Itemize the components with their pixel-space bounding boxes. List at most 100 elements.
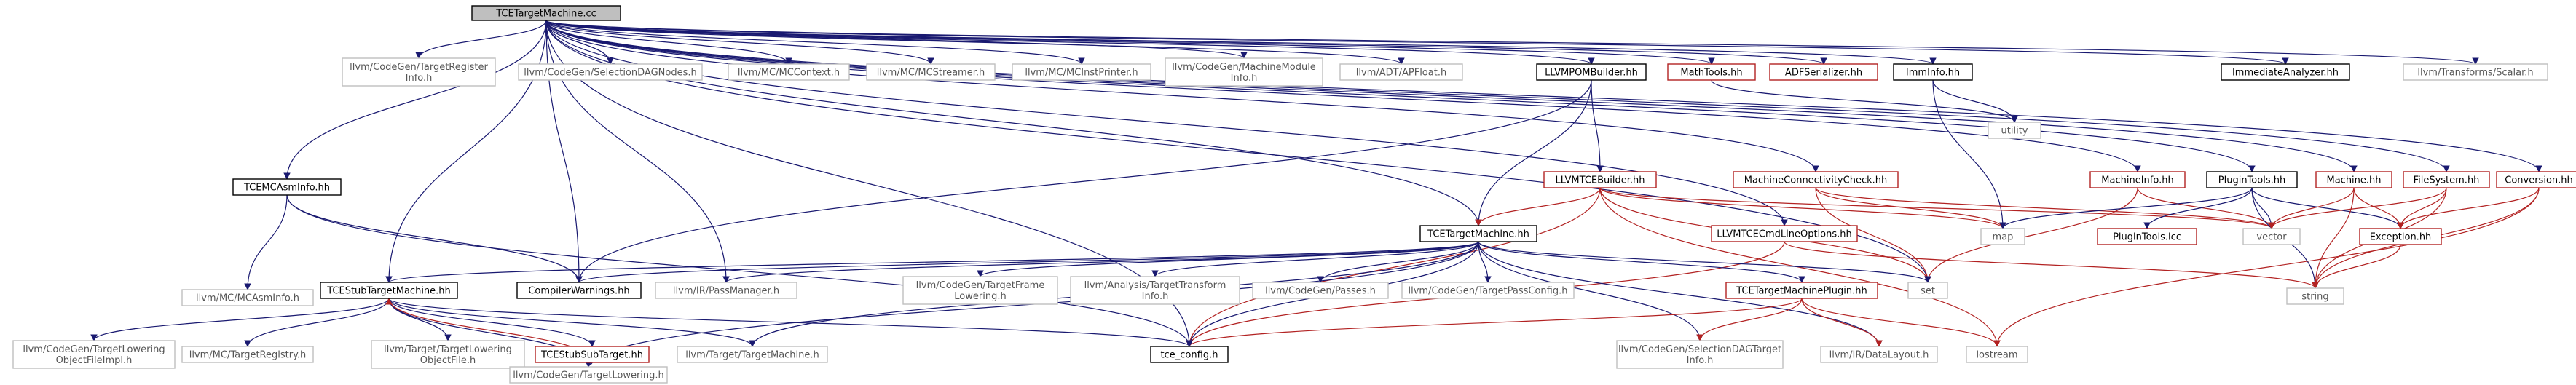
- node-machinfo[interactable]: MachineInfo.hh: [2089, 171, 2186, 188]
- node-tceplugin[interactable]: TCETargetMachinePlugin.hh: [1725, 282, 1878, 299]
- node-box: [1543, 171, 1657, 188]
- node-tcestub[interactable]: TCEStubTargetMachine.hh: [320, 282, 458, 299]
- node-tcesub[interactable]: TCEStubSubTarget.hh: [535, 346, 650, 363]
- node-vector[interactable]: vector: [2242, 228, 2301, 245]
- edge-tcetm-to-compwarn: [575, 241, 1479, 283]
- node-passes[interactable]: llvm/CodeGen/Passes.h: [1252, 282, 1389, 299]
- edge-tcetm-to-datalayout: [1478, 241, 1883, 347]
- node-filesystem[interactable]: FileSystem.hh: [2403, 171, 2490, 188]
- edge-root-to-mcc: [545, 20, 1819, 172]
- edge-root-to-llvmpom: [545, 20, 1595, 65]
- node-label: llvm/MC/MCAsmInfo.h: [196, 293, 299, 304]
- edge-tcetm-to-tti: [1151, 241, 1479, 277]
- node-apfloat[interactable]: llvm/ADT/APFloat.h: [1339, 63, 1463, 81]
- node-box: [518, 63, 703, 81]
- edge-tceplugin-to-iostream: [1801, 298, 2001, 347]
- node-mathtools[interactable]: MathTools.hh: [1667, 63, 1756, 81]
- node-box: [1401, 282, 1575, 299]
- edge-tcetm-to-tfl: [977, 241, 1479, 277]
- node-box: [1907, 282, 1948, 299]
- edge-tcemcasm-to-tceconfig: [286, 194, 1193, 347]
- edge-tcetm-to-tcestub: [385, 241, 1479, 283]
- node-map[interactable]: map: [1980, 228, 2025, 245]
- edge-mathtools-to-utility: [1711, 79, 2018, 123]
- node-box: [1616, 340, 1784, 369]
- edge-root-to-mathtools: [545, 20, 1715, 65]
- node-treg2[interactable]: llvm/MC/TargetRegistry.h: [181, 346, 314, 363]
- node-iostream[interactable]: iostream: [1966, 346, 2028, 363]
- node-conversion[interactable]: Conversion.hh: [2496, 171, 2576, 188]
- edge-root-to-immanal: [545, 20, 2289, 65]
- node-label: utility: [2001, 126, 2028, 137]
- node-set[interactable]: set: [1907, 282, 1948, 299]
- node-scalar[interactable]: llvm/Transforms/Scalar.h: [2403, 63, 2548, 81]
- edge-conversion-to-iostream: [1993, 187, 2540, 347]
- node-box: [2206, 171, 2298, 188]
- node-llvmpom[interactable]: LLVMPOMBuilder.hh: [1536, 63, 1647, 81]
- node-box: [516, 282, 642, 299]
- node-label: TCEMCAsmInfo.hh: [243, 183, 330, 194]
- node-tcemcasm[interactable]: TCEMCAsmInfo.hh: [232, 178, 342, 196]
- node-string[interactable]: string: [2286, 287, 2344, 305]
- node-tl[interactable]: llvm/CodeGen/TargetLowering.h: [509, 366, 668, 384]
- edge-root-to-plugintools: [545, 20, 2256, 172]
- node-box: [2315, 171, 2392, 188]
- node-datalayout[interactable]: llvm/IR/DataLayout.h: [1820, 346, 1938, 363]
- node-label: LLVMTCEBuilder.hh: [1555, 175, 1645, 186]
- edge-llvmtceb-to-tceconfig: [1186, 187, 1601, 347]
- node-label: TCETargetMachine.hh: [1427, 229, 1529, 240]
- node-label: ObjectFileImpl.h: [56, 355, 133, 366]
- node-box: [2403, 171, 2490, 188]
- node-label: map: [1993, 232, 2014, 243]
- node-label: Lowering.h: [954, 291, 1006, 302]
- edge-root-to-llvmcmd: [545, 20, 1788, 226]
- edge-root-to-mcctx: [545, 20, 792, 65]
- node-llvmtceb[interactable]: LLVMTCEBuilder.hh: [1543, 171, 1657, 188]
- node-box: [2097, 228, 2197, 245]
- node-adfser[interactable]: ADFSerializer.hh: [1769, 63, 1878, 81]
- node-label: ADFSerializer.hh: [1785, 68, 1862, 79]
- edge-root-to-machinfo: [545, 20, 2141, 172]
- edge-tcetm-to-tceplugin: [1478, 241, 1805, 283]
- node-tceconfig[interactable]: tce_config.h: [1150, 346, 1229, 363]
- node-label: TCEStubSubTarget.hh: [540, 350, 643, 361]
- node-label: Info.h: [1142, 291, 1169, 302]
- node-box: [1980, 228, 2025, 245]
- node-label: llvm/MC/MCInstPrinter.h: [1025, 68, 1138, 79]
- edge-llvmpom-to-compwarn: [575, 79, 1592, 283]
- node-plugicc[interactable]: PluginTools.icc: [2097, 228, 2197, 245]
- edge-filesystem-to-vector: [2268, 187, 2447, 229]
- node-box: [2242, 228, 2301, 245]
- node-box: [181, 346, 314, 363]
- node-box: [2221, 63, 2350, 81]
- node-mcinst[interactable]: llvm/MC/MCInstPrinter.h: [1012, 63, 1151, 81]
- node-immanal[interactable]: ImmediateAnalyzer.hh: [2221, 63, 2350, 81]
- node-mcc[interactable]: MachineConnectivityCheck.hh: [1733, 171, 1899, 188]
- node-tlof[interactable]: llvm/CodeGen/TargetLoweringObjectFileImp…: [12, 340, 176, 369]
- node-compwarn[interactable]: CompilerWarnings.hh: [516, 282, 642, 299]
- edge-imminfo-to-utility: [1932, 79, 2018, 123]
- node-mcasminfo[interactable]: llvm/MC/MCAsmInfo.h: [181, 289, 314, 306]
- node-mcctx[interactable]: llvm/MC/MCContext.h: [728, 63, 850, 81]
- node-machine[interactable]: Machine.hh: [2315, 171, 2392, 188]
- node-tcetm[interactable]: TCETargetMachine.hh: [1419, 225, 1537, 242]
- edge-tceplugin-to-datalayout: [1801, 298, 1883, 347]
- node-label: Info.h: [1687, 355, 1714, 366]
- node-plugintools[interactable]: PluginTools.hh: [2206, 171, 2298, 188]
- node-utility[interactable]: utility: [1988, 122, 2041, 139]
- node-passmgr[interactable]: llvm/IR/PassManager.h: [655, 282, 797, 299]
- edge-llvmtceb-to-tcetm: [1475, 187, 1601, 226]
- node-mcstr[interactable]: llvm/MC/MCStreamer.h: [866, 63, 996, 81]
- node-seldag[interactable]: llvm/CodeGen/SelectionDAGNodes.h: [518, 63, 703, 81]
- node-tpc[interactable]: llvm/CodeGen/TargetPassConfig.h: [1401, 282, 1575, 299]
- node-ttm[interactable]: llvm/Target/TargetMachine.h: [677, 346, 828, 363]
- node-exception[interactable]: Exception.hh: [2359, 228, 2442, 245]
- node-imminfo[interactable]: ImmInfo.hh: [1893, 63, 1973, 81]
- node-llvmcmd[interactable]: LLVMTCECmdLineOptions.hh: [1711, 225, 1858, 242]
